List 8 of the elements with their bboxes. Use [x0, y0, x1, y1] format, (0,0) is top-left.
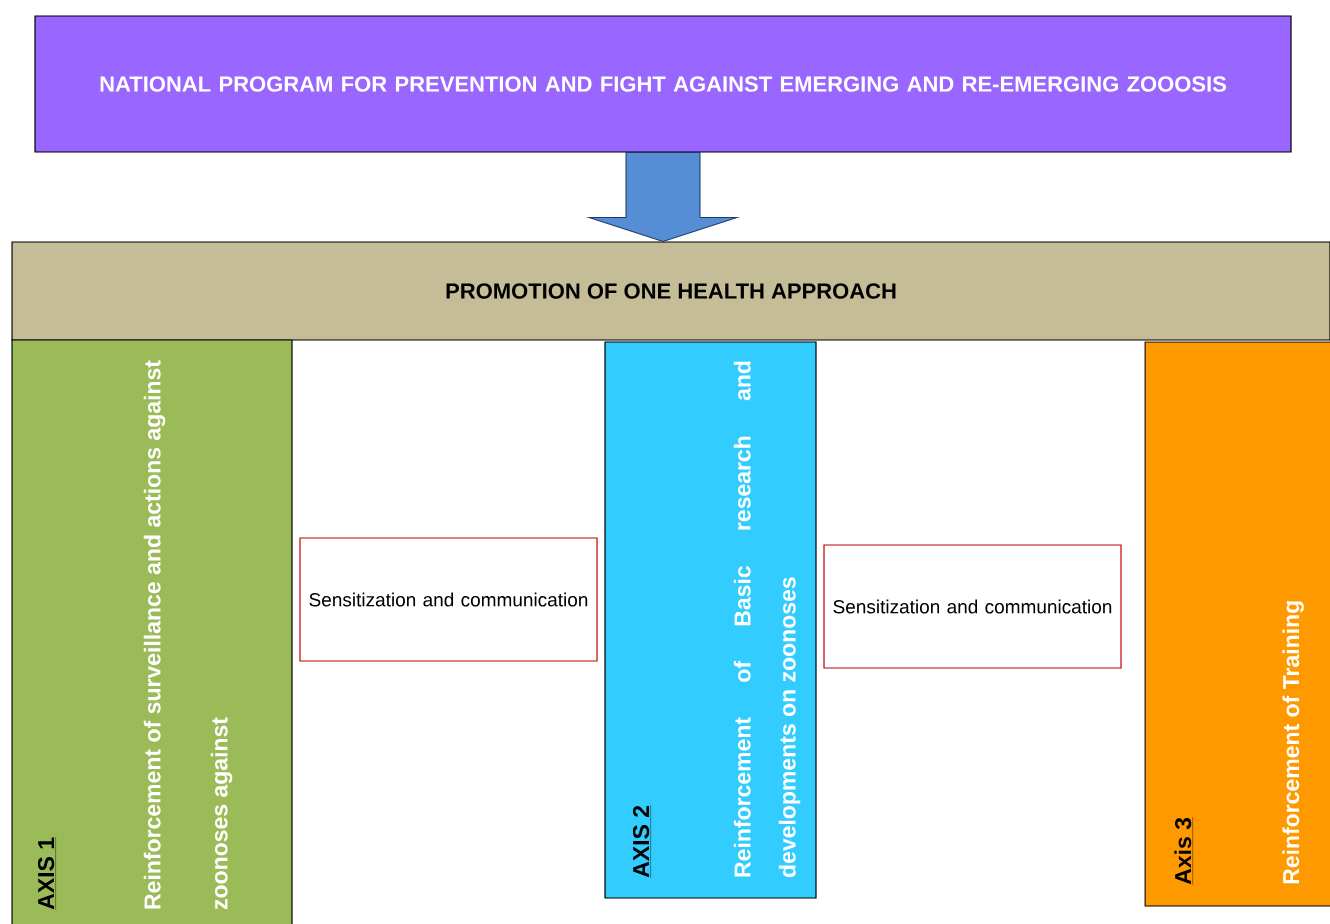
axis-column: Axis 3 Reinforcement of Training — [1144, 341, 1330, 907]
approach-band: PROMOTION OF ONE HEALTH APPROACH — [11, 241, 1330, 341]
sensitization-box: Sensitization and communication — [299, 537, 598, 662]
axis-column: AXIS 2 Reinforcement of Basic research and developments on zoonoses — [604, 341, 817, 899]
title-box: NATIONAL PROGRAM FOR PREVENTION AND FIGHT AGAINST EMERGING AND RE-EMERGING ZOOOSIS — [34, 15, 1292, 153]
block-arrow — [588, 152, 738, 242]
axis-column: AXIS 1 Reinforcement of surveillance and actions against zoonoses against — [11, 339, 293, 924]
sensitization-box: Sensitization and communication — [823, 544, 1122, 669]
